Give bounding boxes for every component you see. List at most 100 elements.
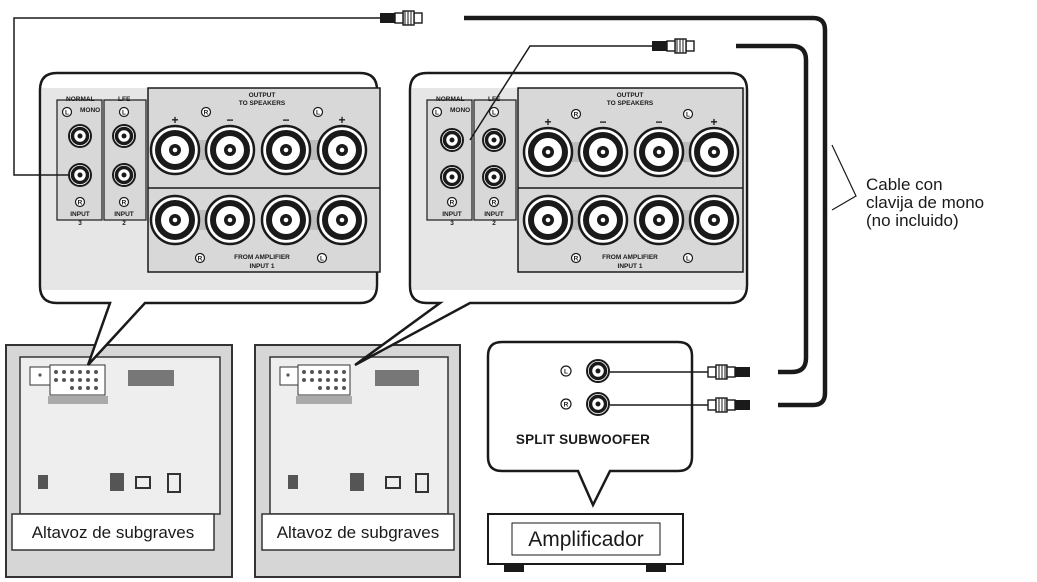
cable-label-bracket (831, 144, 857, 211)
callout-right-output-l-minus-terminal (635, 128, 683, 176)
callout-left-input1-r-minus-terminal (206, 196, 254, 244)
cable-b-end-plug (651, 38, 695, 54)
callout-left-l-mark-in3 (61, 106, 73, 118)
svg-text:L: L (320, 256, 324, 263)
svg-text:+: + (171, 113, 178, 127)
callout-right-input1-l-minus-terminal (635, 196, 683, 244)
callout-left-input1-r-mark (194, 252, 206, 264)
svg-text:R: R (122, 200, 127, 207)
cable-a-thick-section (464, 15, 828, 408)
callout-left-input3-right-jack (67, 162, 93, 188)
split-subwoofer-l-mark (560, 365, 572, 377)
cables (13, 10, 828, 413)
callout-left-output-r-mark (200, 106, 212, 118)
callout-left-output-r-minus-terminal (206, 126, 254, 174)
amplifier-foot-right (646, 564, 666, 572)
split-subwoofer-r-mark (560, 398, 572, 410)
callout-left-output-l-plus-terminal (318, 126, 366, 174)
callout-right-input3-label: INPUT (442, 211, 462, 218)
callout-right-input3-number: 3 (450, 220, 454, 227)
callout-left-r-mark-in2 (118, 196, 130, 208)
amplifier-label: Amplificador (528, 528, 644, 551)
callout-right-lfe-label: LFE (488, 96, 501, 103)
callout-right-output-sublabel: TO SPEAKERS (607, 100, 654, 107)
split-subwoofer-label: SPLIT SUBWOOFER (516, 432, 650, 447)
svg-text:R: R (492, 200, 497, 207)
callout-left-r-mark-in3 (74, 196, 86, 208)
callout-right-l-mark-in2 (488, 106, 500, 118)
callout-left-output-sublabel: TO SPEAKERS (239, 100, 286, 107)
svg-text:R: R (450, 200, 455, 207)
callout-right-input3-left-jack (439, 127, 465, 153)
svg-text:L: L (435, 110, 439, 117)
callout-left-output-r-plus-terminal (151, 126, 199, 174)
callout-left-output-label: OUTPUT (249, 92, 276, 99)
callout-left-input2-number: 2 (122, 220, 126, 227)
cable-label-line-3: (no incluido) (866, 211, 959, 230)
callout-right-input1-r-mark (570, 252, 582, 264)
subwoofer-right: Altavoz de subgraves (254, 344, 461, 578)
callout-right-l-mark-in3 (431, 106, 443, 118)
callout-left-output-l-mark (312, 106, 324, 118)
svg-text:−: − (599, 115, 606, 129)
svg-text:R: R (78, 200, 83, 207)
callout-right-input2-label: INPUT (484, 211, 504, 218)
callout-right-input1-l-mark (682, 252, 694, 264)
cable-b-thick-section (736, 43, 809, 375)
cable-annotation: Cable con clavija de mono (no incluido) (831, 144, 984, 230)
svg-text:R: R (564, 402, 569, 409)
callout-left-input3-left-jack (67, 123, 93, 149)
callout-right-output-l-plus-terminal (690, 128, 738, 176)
svg-text:L: L (686, 112, 690, 119)
svg-text:L: L (65, 110, 69, 117)
cable-a-thin-section (13, 17, 380, 176)
svg-text:−: − (226, 113, 233, 127)
svg-text:L: L (122, 110, 126, 117)
callout-left-input3-label: INPUT (70, 211, 90, 218)
svg-text:+: + (544, 115, 551, 129)
cable-label-line-1: Cable con (866, 175, 943, 194)
split-subwoofer-right-jack (585, 391, 611, 417)
callout-left-input1-label: INPUT 1 (250, 263, 275, 270)
callout-right-mono-label: MONO (450, 107, 470, 114)
split-subwoofer-callout: L R SPLIT SUBWOOFER (486, 340, 694, 508)
callout-left-input3-number: 3 (78, 220, 82, 227)
svg-text:L: L (686, 256, 690, 263)
cable-a-source-plug (707, 397, 751, 413)
callout-right-r-mark-in3 (446, 196, 458, 208)
callout-right-input1-label: INPUT 1 (618, 263, 643, 270)
callout-right-output-l-mark (682, 108, 694, 120)
callout-left: NORMAL MONO LFE L L R R INPUT 3 INPUT 2 … (38, 71, 381, 366)
subwoofer-left-caption: Altavoz de subgraves (32, 523, 195, 542)
callout-left-input1-r-plus-terminal (151, 196, 199, 244)
svg-text:L: L (316, 110, 320, 117)
cable-label-line-2: clavija de mono (866, 193, 984, 212)
svg-text:−: − (282, 113, 289, 127)
callout-left-input2-left-jack (111, 123, 137, 149)
svg-text:L: L (564, 369, 568, 376)
svg-text:+: + (338, 113, 345, 127)
callout-right-normal-label: NORMAL (436, 96, 465, 103)
subwoofer-left: Altavoz de subgraves (5, 344, 233, 578)
cable-b-thin-section (469, 45, 652, 141)
callout-left-normal-label: NORMAL (66, 96, 95, 103)
split-subwoofer-bubble (486, 340, 694, 508)
callout-right-output-r-minus-terminal (579, 128, 627, 176)
callout-right-input2-number: 2 (492, 220, 496, 227)
svg-text:−: − (655, 115, 662, 129)
svg-text:R: R (198, 256, 203, 263)
callout-left-input2-right-jack (111, 162, 137, 188)
callout-right-input2-right-jack (481, 164, 507, 190)
callout-left-l-mark-in2 (118, 106, 130, 118)
svg-text:R: R (204, 110, 209, 117)
subwoofer-right-caption-box (261, 513, 455, 551)
callout-left-input1-l-minus-terminal (262, 196, 310, 244)
split-subwoofer-left-jack (585, 358, 611, 384)
cable-b-source-plug (707, 364, 751, 380)
callout-left-lfe-label: LFE (118, 96, 131, 103)
callout-right: NORMAL MONO LFE L L R R INPUT 3 INPUT 2 … (354, 71, 749, 367)
callout-right-input1-l-plus-terminal (690, 196, 738, 244)
svg-text:L: L (492, 110, 496, 117)
